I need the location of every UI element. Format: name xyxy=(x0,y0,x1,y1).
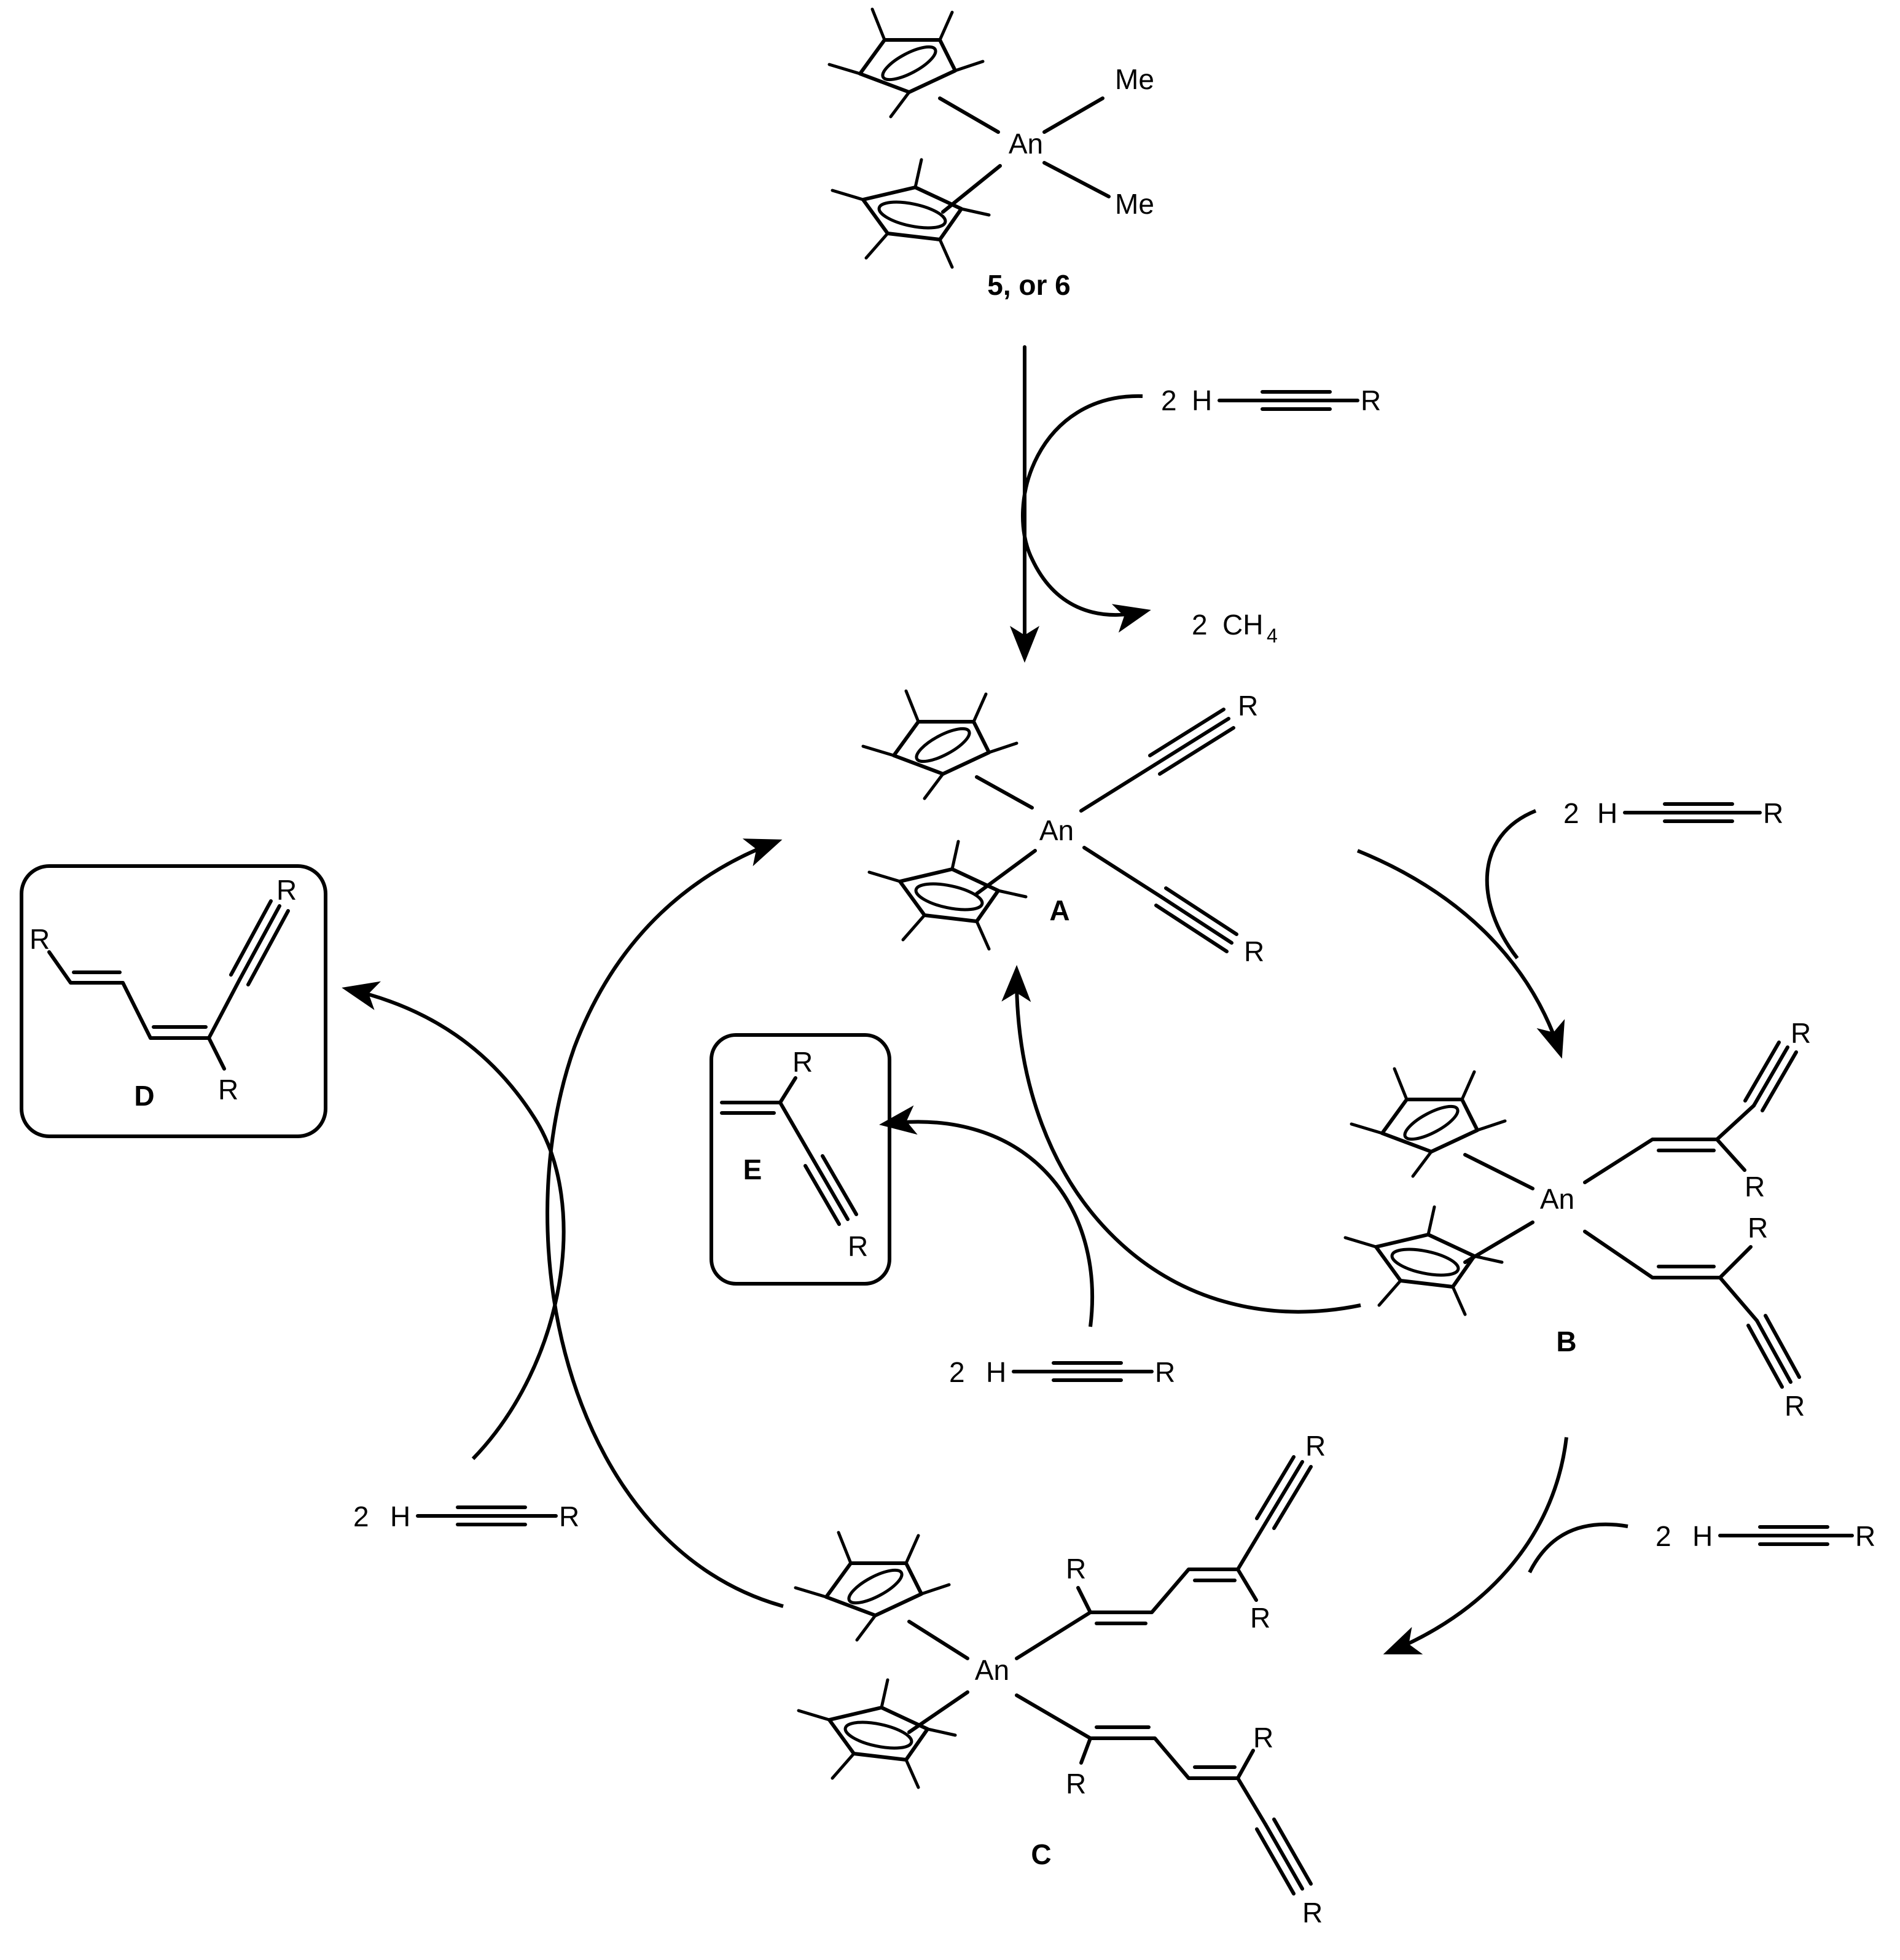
svg-text:2: 2 xyxy=(1656,1520,1671,1552)
product-e: R R E xyxy=(710,1033,891,1286)
svg-text:2: 2 xyxy=(1563,797,1579,829)
cycle-arrow-b-to-c xyxy=(1383,1437,1568,1655)
complex-c: An R R R R R R C xyxy=(796,1430,1326,1929)
precursor-methyl-bottom: Me xyxy=(1115,188,1154,220)
complex-b: An R R R R B xyxy=(1345,1017,1811,1422)
reagent-r: R xyxy=(1361,385,1381,416)
svg-text:H: H xyxy=(390,1501,410,1532)
cp-star-ligand-lower xyxy=(869,841,1026,949)
reagent-alkyne-c-to-a: 2 H R xyxy=(353,1501,579,1532)
product-d-r-alkyne: R xyxy=(276,874,297,906)
precursor-complex: An Me Me 5, or 6 xyxy=(829,9,1154,301)
complex-c-r-bottom-inner: R xyxy=(1066,1768,1086,1800)
complex-b-r-top-end: R xyxy=(1791,1017,1811,1049)
product-e-r-alkyne: R xyxy=(848,1230,868,1262)
svg-text:2: 2 xyxy=(353,1501,369,1532)
cp-star-ligand-upper xyxy=(863,691,1017,798)
complex-a-r-bottom: R xyxy=(1244,935,1264,967)
cp-star-ligand-upper xyxy=(1351,1069,1505,1176)
complex-c-metal: An xyxy=(975,1654,1009,1686)
svg-text:R: R xyxy=(1155,1356,1175,1388)
complex-a: An R R A xyxy=(863,690,1264,967)
cycle-arrow-b-to-a xyxy=(1001,965,1361,1314)
complex-a-metal: An xyxy=(1039,814,1074,846)
byproduct-subscript: 4 xyxy=(1267,625,1278,647)
cp-star-ligand-lower xyxy=(832,160,989,267)
product-d-r-left: R xyxy=(29,923,50,955)
cp-star-ligand-upper xyxy=(796,1532,949,1640)
byproduct-methane: 2 CH 4 xyxy=(1192,609,1278,647)
reagent-feed-arrow-b-to-c xyxy=(1528,1522,1628,1574)
product-e-label: E xyxy=(743,1154,762,1185)
product-d-label: D xyxy=(134,1080,154,1112)
complex-b-metal: An xyxy=(1540,1183,1574,1215)
reagent-coefficient: 2 xyxy=(1161,385,1177,416)
reagent-alkyne-initiation: 2 H R xyxy=(1161,385,1381,416)
product-d: R R R D xyxy=(20,864,327,1138)
complex-c-r-bottom-outer: R xyxy=(1253,1722,1273,1754)
complex-c-r-top-inner: R xyxy=(1066,1553,1086,1585)
complex-b-label: B xyxy=(1556,1326,1576,1357)
complex-a-label: A xyxy=(1049,894,1069,926)
svg-text:R: R xyxy=(1855,1520,1875,1552)
cp-star-ligand-lower xyxy=(799,1680,955,1787)
product-d-box xyxy=(20,864,327,1138)
release-arrow-e xyxy=(879,1105,1095,1327)
precursor-metal: An xyxy=(1009,128,1043,160)
complex-b-r-top-vinyl: R xyxy=(1745,1171,1765,1203)
complex-b-r-bottom-vinyl: R xyxy=(1748,1212,1768,1244)
product-d-r-vinyl: R xyxy=(218,1074,238,1106)
svg-text:H: H xyxy=(1597,797,1617,829)
product-e-box xyxy=(710,1033,891,1286)
cp-star-ligand-upper xyxy=(829,9,983,117)
reagent-alkyne-b-to-c: 2 H R xyxy=(1656,1520,1875,1552)
cycle-arrow-c-to-a xyxy=(545,838,784,1608)
byproduct-coefficient: 2 xyxy=(1192,609,1208,641)
reagent-hydrogen: H xyxy=(1192,385,1212,416)
complex-a-r-top: R xyxy=(1238,690,1258,722)
release-arrow-d xyxy=(342,981,566,1461)
complex-c-r-top-end: R xyxy=(1305,1430,1326,1462)
svg-text:R: R xyxy=(1763,797,1783,829)
product-e-r-top: R xyxy=(792,1046,813,1078)
reagent-alkyne-a-to-b: 2 H R xyxy=(1563,797,1783,829)
complex-b-r-bottom-end: R xyxy=(1785,1390,1805,1422)
complex-c-label: C xyxy=(1031,1838,1051,1870)
reagent-feed-arrow-a-to-b xyxy=(1485,809,1537,959)
complex-c-r-top-outer: R xyxy=(1250,1602,1270,1634)
cp-star-ligand-lower xyxy=(1345,1207,1502,1314)
cycle-arrow-a-to-b xyxy=(1356,849,1565,1059)
svg-text:2: 2 xyxy=(949,1356,965,1388)
svg-text:R: R xyxy=(559,1501,579,1532)
precursor-label: 5, or 6 xyxy=(987,269,1071,301)
svg-text:H: H xyxy=(1692,1520,1713,1552)
byproduct-formula: CH xyxy=(1222,609,1263,641)
initiation-side-arrow xyxy=(1020,394,1151,633)
reagent-alkyne-b-to-a: 2 H R xyxy=(949,1356,1175,1388)
complex-c-r-bottom-end: R xyxy=(1302,1897,1323,1929)
svg-text:H: H xyxy=(986,1356,1006,1388)
precursor-methyl-top: Me xyxy=(1115,63,1154,95)
